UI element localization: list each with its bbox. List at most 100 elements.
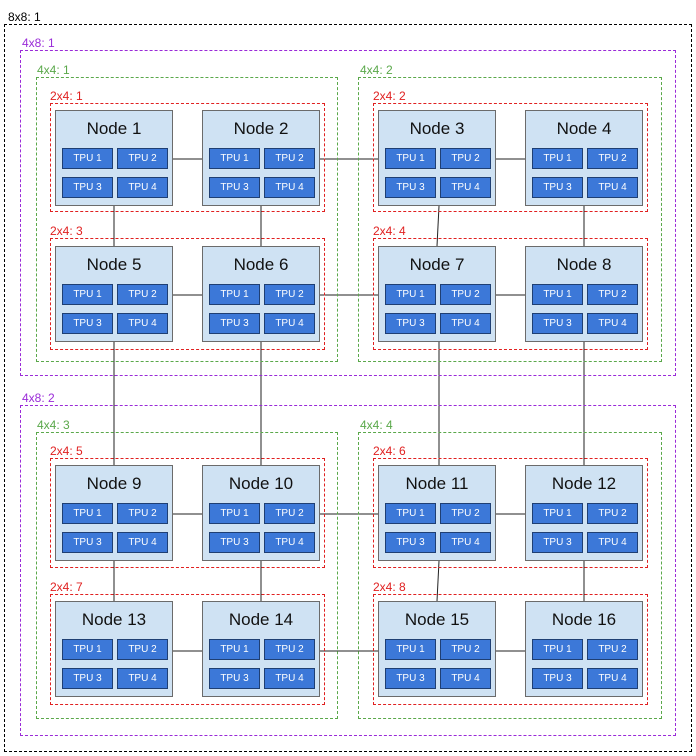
tpu-chip: TPU 3 — [62, 668, 113, 689]
group-4x4-1 — [36, 77, 338, 362]
tpu-chip: TPU 1 — [209, 639, 260, 660]
node-title: Node 5 — [86, 255, 142, 274]
node-2: Node 2 TPU 1 TPU 2 TPU 3 TPU 4 — [202, 110, 320, 206]
tpu-chip: TPU 1 — [209, 503, 260, 524]
tpu-chip: TPU 2 — [587, 148, 638, 169]
node-title: Node 13 — [81, 610, 147, 629]
group-2x4-3-label: 2x4: 3 — [50, 224, 83, 238]
node-title: Node 16 — [551, 610, 617, 629]
group-2x4-4 — [373, 238, 648, 350]
tpu-chip: TPU 1 — [532, 639, 583, 660]
node-title: Node 12 — [551, 474, 617, 493]
group-2x4-4-label: 2x4: 4 — [373, 224, 406, 238]
tpu-chip: TPU 4 — [117, 668, 168, 689]
tpu-chip: TPU 1 — [62, 284, 113, 305]
group-2x4-1 — [50, 103, 325, 212]
tpu-chip: TPU 4 — [264, 668, 315, 689]
tpu-chip: TPU 1 — [209, 148, 260, 169]
group-8x8-1-label: 8x8: 1 — [8, 10, 41, 24]
group-2x4-6 — [373, 458, 648, 568]
tpu-chip: TPU 1 — [385, 148, 436, 169]
tpu-chip: TPU 4 — [264, 177, 315, 198]
node-11: Node 11 TPU 1 TPU 2 TPU 3 TPU 4 — [378, 465, 496, 561]
tpu-chip: TPU 1 — [385, 503, 436, 524]
tpu-chip: TPU 4 — [117, 532, 168, 553]
group-2x4-8 — [373, 594, 648, 705]
group-2x4-7-label: 2x4: 7 — [50, 580, 83, 594]
tpu-chip: TPU 2 — [440, 503, 491, 524]
tpu-chip: TPU 3 — [62, 313, 113, 334]
tpu-chip: TPU 4 — [440, 177, 491, 198]
tpu-chip: TPU 1 — [385, 284, 436, 305]
interconnect-line — [436, 205, 440, 247]
tpu-chip: TPU 2 — [587, 284, 638, 305]
node-15: Node 15 TPU 1 TPU 2 TPU 3 TPU 4 — [378, 601, 496, 697]
group-4x4-3-label: 4x4: 3 — [37, 418, 70, 432]
tpu-chip: TPU 2 — [264, 284, 315, 305]
tpu-chip: TPU 3 — [209, 532, 260, 553]
tpu-chip: TPU 1 — [62, 148, 113, 169]
tpu-chip: TPU 2 — [587, 503, 638, 524]
tpu-chip: TPU 3 — [532, 532, 583, 553]
tpu-chip: TPU 3 — [532, 668, 583, 689]
group-2x4-7 — [50, 594, 325, 705]
node-12: Node 12 TPU 1 TPU 2 TPU 3 TPU 4 — [525, 465, 643, 561]
tpu-chip: TPU 2 — [440, 284, 491, 305]
node-title: Node 6 — [233, 255, 289, 274]
node-14: Node 14 TPU 1 TPU 2 TPU 3 TPU 4 — [202, 601, 320, 697]
node-10: Node 10 TPU 1 TPU 2 TPU 3 TPU 4 — [202, 465, 320, 561]
tpu-chip: TPU 2 — [117, 503, 168, 524]
node-5: Node 5 TPU 1 TPU 2 TPU 3 TPU 4 — [55, 246, 173, 342]
node-4: Node 4 TPU 1 TPU 2 TPU 3 TPU 4 — [525, 110, 643, 206]
group-4x8-2 — [20, 405, 676, 736]
tpu-chip: TPU 3 — [62, 177, 113, 198]
tpu-chip: TPU 2 — [440, 148, 491, 169]
tpu-chip: TPU 2 — [264, 639, 315, 660]
node-13: Node 13 TPU 1 TPU 2 TPU 3 TPU 4 — [55, 601, 173, 697]
tpu-chip: TPU 2 — [440, 639, 491, 660]
tpu-chip: TPU 4 — [587, 177, 638, 198]
tpu-chip: TPU 2 — [117, 284, 168, 305]
group-8x8-1 — [4, 24, 692, 752]
node-title: Node 11 — [405, 474, 469, 493]
group-4x4-2 — [358, 77, 662, 362]
group-2x4-3 — [50, 238, 325, 350]
group-2x4-5-label: 2x4: 5 — [50, 444, 83, 458]
node-1: Node 1 TPU 1 TPU 2 TPU 3 TPU 4 — [55, 110, 173, 206]
tpu-chip: TPU 3 — [62, 532, 113, 553]
tpu-chip: TPU 3 — [385, 313, 436, 334]
group-2x4-5 — [50, 458, 325, 568]
tpu-chip: TPU 3 — [209, 177, 260, 198]
tpu-chip: TPU 4 — [264, 313, 315, 334]
group-4x4-3 — [36, 432, 338, 719]
tpu-chip: TPU 4 — [440, 532, 491, 553]
node-title: Node 7 — [409, 255, 465, 274]
tpu-chip: TPU 1 — [62, 503, 113, 524]
tpu-chip: TPU 1 — [532, 284, 583, 305]
node-title: Node 8 — [556, 255, 612, 274]
tpu-chip: TPU 3 — [209, 668, 260, 689]
node-8: Node 8 TPU 1 TPU 2 TPU 3 TPU 4 — [525, 246, 643, 342]
tpu-chip: TPU 1 — [62, 639, 113, 660]
group-2x4-2-label: 2x4: 2 — [373, 89, 406, 103]
node-6: Node 6 TPU 1 TPU 2 TPU 3 TPU 4 — [202, 246, 320, 342]
group-4x4-4-label: 4x4: 4 — [360, 418, 393, 432]
tpu-chip: TPU 4 — [117, 177, 168, 198]
tpu-chip: TPU 1 — [532, 148, 583, 169]
tpu-chip: TPU 2 — [587, 639, 638, 660]
group-4x4-4 — [358, 432, 662, 719]
group-2x4-2 — [373, 103, 648, 212]
node-title: Node 1 — [86, 119, 142, 138]
tpu-chip: TPU 4 — [440, 668, 491, 689]
group-2x4-8-label: 2x4: 8 — [373, 580, 406, 594]
node-3: Node 3 TPU 1 TPU 2 TPU 3 TPU 4 — [378, 110, 496, 206]
tpu-chip: TPU 4 — [117, 313, 168, 334]
node-title: Node 9 — [86, 474, 142, 493]
tpu-chip: TPU 2 — [117, 639, 168, 660]
node-7: Node 7 TPU 1 TPU 2 TPU 3 TPU 4 — [378, 246, 496, 342]
node-9: Node 9 TPU 1 TPU 2 TPU 3 TPU 4 — [55, 465, 173, 561]
node-title: Node 15 — [404, 610, 470, 629]
tpu-chip: TPU 2 — [264, 503, 315, 524]
node-title: Node 2 — [233, 119, 289, 138]
